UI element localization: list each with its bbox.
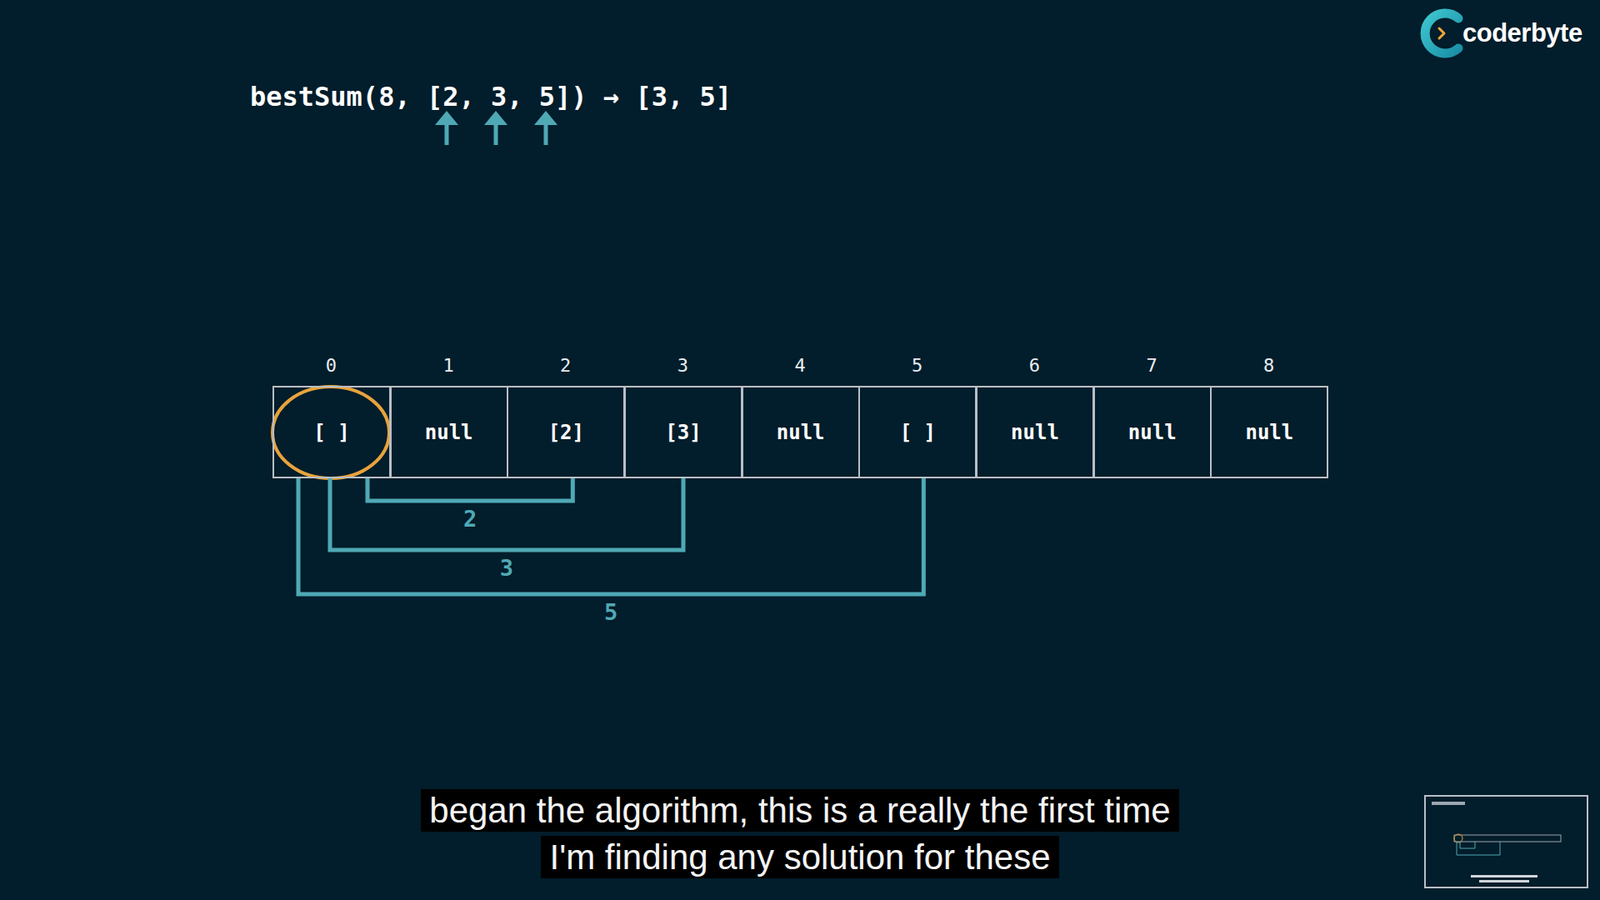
cell-value: null	[425, 420, 474, 445]
highlight-circle	[272, 386, 390, 479]
index-number: 3	[677, 355, 689, 376]
memo-cell: null	[975, 385, 1095, 479]
logo-text: coderbyte	[1462, 17, 1583, 50]
bracket-connector	[298, 478, 924, 595]
bracket-connector	[367, 478, 573, 501]
index-number: 6	[1029, 355, 1040, 376]
memo-cell: [2]	[506, 385, 625, 479]
cell-value: null	[776, 420, 825, 445]
bracket-label: 2	[460, 505, 480, 532]
diagram-title: bestSum(8, [2, 3, 5]) → [3, 5]	[250, 80, 732, 114]
subtitle-area: began the algorithm, this is a really th…	[0, 787, 1600, 881]
index-number: 2	[560, 355, 571, 376]
memo-cell: [3]	[624, 385, 743, 479]
memo-cell: [ ]	[272, 385, 391, 479]
memo-cell: [ ]	[858, 385, 977, 479]
cell-value: [2]	[548, 420, 585, 445]
cell-value: null	[1010, 420, 1060, 445]
index-number: 8	[1263, 355, 1275, 376]
pointer-arrows	[435, 110, 558, 145]
index-number: 1	[442, 355, 454, 376]
memo-cell: null	[741, 385, 860, 479]
bracket-label: 3	[497, 555, 516, 581]
cell-value: null	[1245, 420, 1294, 445]
memo-cell: null	[390, 385, 509, 479]
index-number: 4	[794, 355, 805, 376]
video-thumbnail	[1425, 795, 1588, 888]
index-number: 5	[911, 355, 923, 376]
cell-value: [ ]	[900, 420, 936, 445]
subtitle-block: began the algorithm, this is a really th…	[416, 787, 1184, 881]
memo-cell: null	[1093, 385, 1212, 479]
cell-value: [3]	[665, 420, 701, 445]
logo-mark	[1425, 13, 1459, 54]
subtitle-text: began the algorithm, this is a really th…	[420, 789, 1179, 879]
bracket-connector	[330, 478, 684, 550]
memo-cell: null	[1210, 385, 1329, 479]
cell-value: null	[1128, 420, 1177, 445]
bracket-label: 5	[601, 599, 620, 625]
cell-value: [ ]	[313, 420, 350, 445]
index-number: 0	[325, 355, 337, 376]
index-number: 7	[1145, 355, 1157, 376]
